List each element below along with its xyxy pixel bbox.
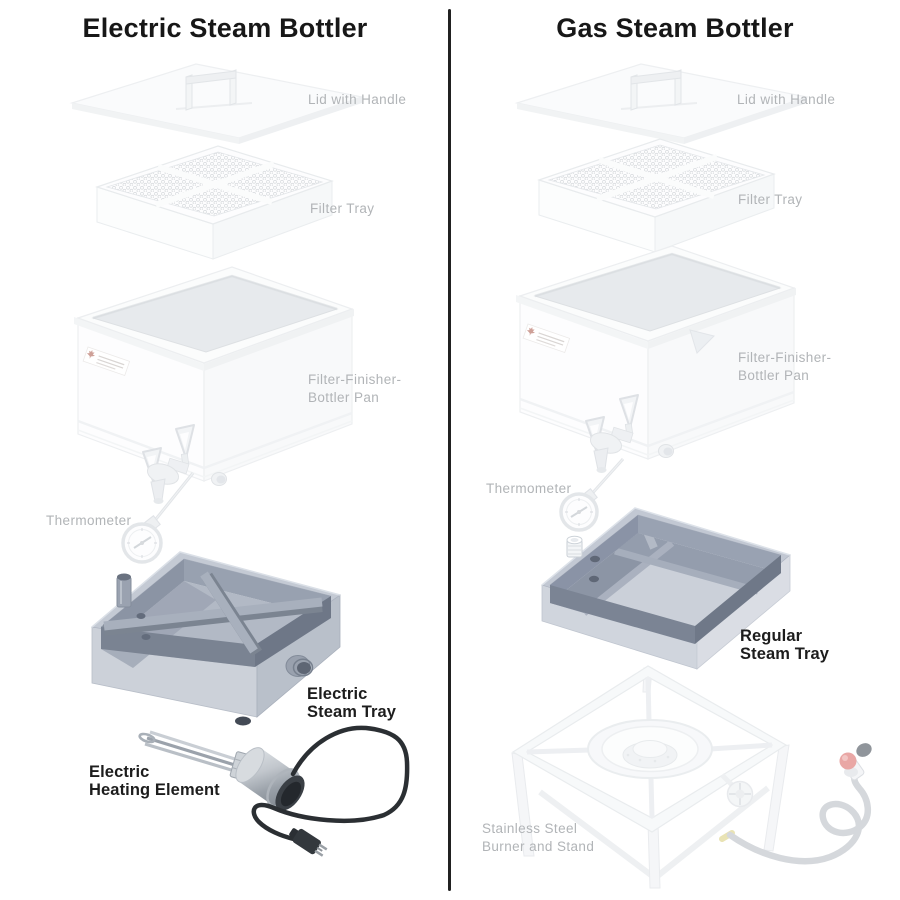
- label-filter-tray-left: Filter Tray: [310, 201, 375, 216]
- label-filter-tray-right: Filter Tray: [738, 192, 803, 207]
- gas-regulator-illustration: [839, 743, 872, 781]
- regular-steam-tray-illustration: [541, 507, 791, 670]
- filter-tray-illustration-right: [537, 138, 776, 253]
- label-heating-element: Electric Heating Element: [89, 763, 220, 800]
- electric-steam-tray-illustration: [91, 551, 341, 726]
- outlet-port-illustration-left: [285, 655, 314, 677]
- tray-spout-illustration: [566, 535, 583, 558]
- label-regular-steam-tray: Regular Steam Tray: [740, 627, 830, 664]
- gas-hose-illustration: [719, 743, 872, 865]
- pan-illustration-right: [516, 245, 796, 473]
- label-pan-left: Filter-Finisher- Bottler Pan: [308, 372, 402, 406]
- thermometer-illustration-right: [559, 457, 625, 532]
- steam-pipe-illustration-left: [116, 573, 132, 608]
- label-pan-right: Filter-Finisher- Bottler Pan: [738, 350, 832, 384]
- brand-logo-left: [82, 346, 131, 377]
- column-divider: [448, 9, 451, 891]
- pan-illustration-left: [74, 266, 354, 504]
- brand-logo-right: [522, 323, 571, 354]
- label-burner-stand: Stainless Steel Burner and Stand: [482, 821, 595, 855]
- label-electric-steam-tray: Electric Steam Tray: [307, 685, 397, 722]
- thermometer-illustration-left: [121, 472, 195, 564]
- label-thermometer-left: Thermometer: [46, 513, 132, 528]
- spigot-illustration-left: [142, 424, 195, 504]
- burner-stand-illustration: [511, 665, 790, 889]
- burner-valve-knob: [720, 773, 754, 808]
- heating-element-illustration: [138, 725, 410, 857]
- lid-illustration-left: [69, 63, 365, 144]
- label-lid-left: Lid with Handle: [308, 92, 407, 107]
- power-cord-illustration: [251, 725, 410, 842]
- lid-illustration-right: [514, 63, 810, 144]
- plug-illustration: [289, 828, 328, 857]
- electric-column-title: Electric Steam Bottler: [82, 13, 368, 43]
- label-lid-right: Lid with Handle: [737, 92, 836, 107]
- label-thermometer-right: Thermometer: [486, 481, 572, 496]
- gas-column-title: Gas Steam Bottler: [556, 13, 794, 43]
- filter-tray-illustration-left: [95, 145, 334, 260]
- spigot-illustration-right: [585, 394, 639, 473]
